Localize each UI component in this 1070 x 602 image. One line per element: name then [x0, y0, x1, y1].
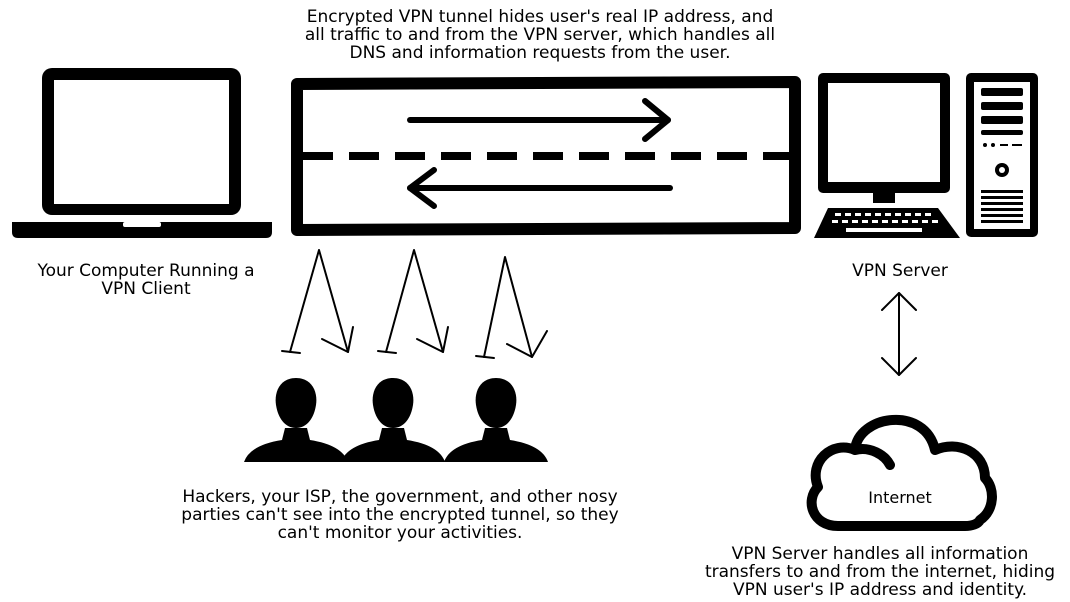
tunnel-caption-line-1: Encrypted VPN tunnel hides user's real I… — [306, 7, 774, 27]
internet-caption-line-1: VPN Server handles all information — [731, 544, 1029, 564]
outgoing-arrow — [407, 98, 671, 142]
server-internet-arrow — [881, 292, 917, 376]
tunnel-caption: Encrypted VPN tunnel hides user's real I… — [280, 8, 800, 62]
internet-caption: VPN Server handles all information trans… — [700, 545, 1060, 599]
client-label-line-2: VPN Client — [101, 279, 191, 299]
snoopers-caption-line-1: Hackers, your ISP, the government, and o… — [182, 487, 618, 507]
internet-caption-line-3: VPN user's IP address and identity. — [732, 580, 1028, 600]
client-label: Your Computer Running a VPN Client — [10, 262, 282, 298]
snoopers-caption-line-3: can't monitor your activities. — [277, 523, 523, 543]
desktop-computer-icon — [814, 73, 1038, 238]
client-label-line-1: Your Computer Running a — [37, 261, 255, 281]
person-silhouette-icon — [341, 378, 445, 462]
tunnel-caption-line-3: DNS and information requests from the us… — [349, 43, 731, 63]
cloud-icon — [806, 414, 997, 531]
blocked-arrow-2 — [377, 249, 449, 354]
internet-label: Internet — [868, 488, 932, 507]
server-label: VPN Server — [852, 261, 948, 281]
vpn-tunnel — [291, 76, 801, 236]
internet-caption-line-2: transfers to and from the internet, hidi… — [704, 562, 1056, 582]
person-silhouette-icon — [244, 378, 348, 462]
snoopers-caption: Hackers, your ISP, the government, and o… — [160, 488, 640, 542]
blocked-arrow-3 — [475, 256, 548, 359]
incoming-arrow — [407, 167, 673, 209]
person-silhouette-icon — [444, 378, 548, 462]
blocked-snoop-arrows — [281, 249, 548, 359]
blocked-arrow-1 — [281, 249, 354, 354]
laptop-icon — [12, 68, 272, 238]
snoopers-caption-line-2: parties can't see into the encrypted tun… — [181, 505, 619, 525]
tunnel-caption-line-2: all traffic to and from the VPN server, … — [304, 25, 776, 45]
